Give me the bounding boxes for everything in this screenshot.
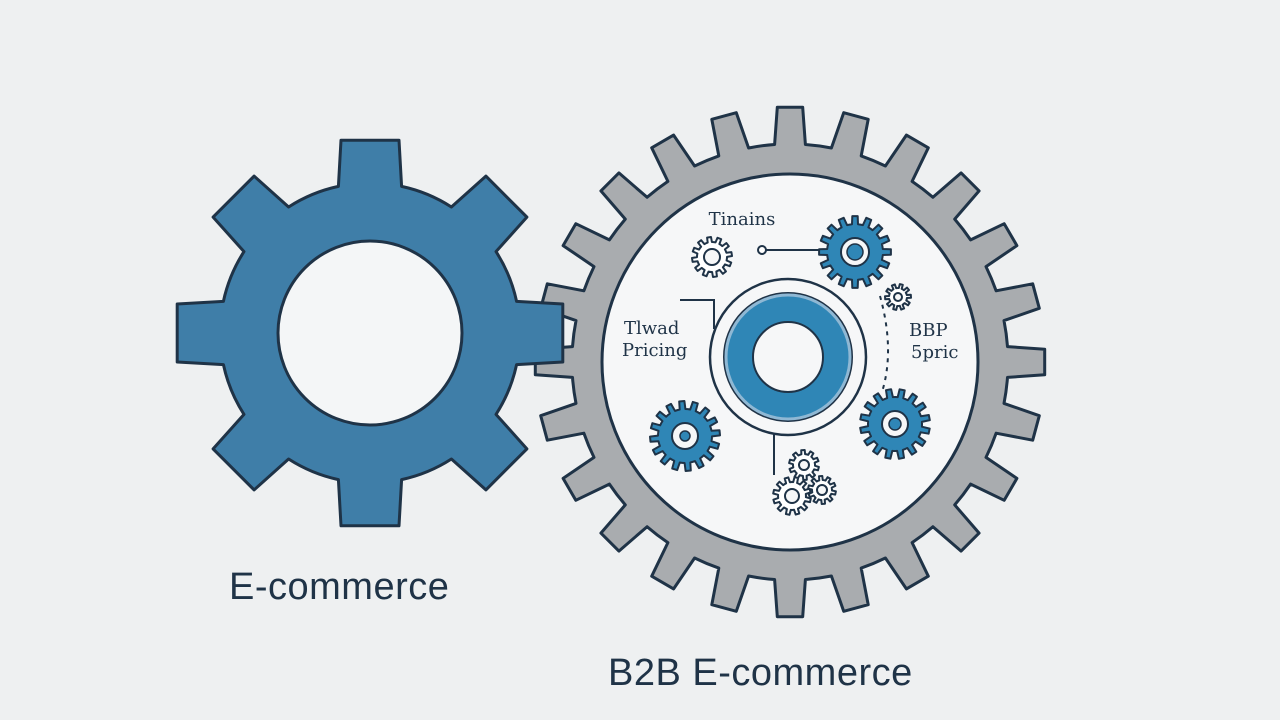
large-blue-gear-icon <box>175 138 565 528</box>
small-gear-icon <box>649 400 721 472</box>
top-label: Tinains <box>709 209 776 230</box>
central-hub-icon <box>708 277 868 437</box>
small-gear-icon <box>691 236 733 278</box>
right-label-line-1: BBP <box>909 320 948 341</box>
left-gear-label: E-commerce <box>229 566 450 608</box>
small-gear-icon <box>788 449 820 481</box>
small-gear-icon <box>807 475 837 505</box>
small-gear-icon <box>884 283 912 311</box>
right-label-line-2: 5pric <box>911 342 958 363</box>
small-gear-icon <box>772 476 812 516</box>
small-gear-icon <box>818 215 892 289</box>
left-label-line-1: Tlwad <box>624 318 679 339</box>
right-gear-label: B2B E-commerce <box>608 652 913 694</box>
connector-dot <box>757 245 767 255</box>
left-label-line-2: Pricing <box>622 340 687 361</box>
small-gear-icon <box>859 388 931 460</box>
